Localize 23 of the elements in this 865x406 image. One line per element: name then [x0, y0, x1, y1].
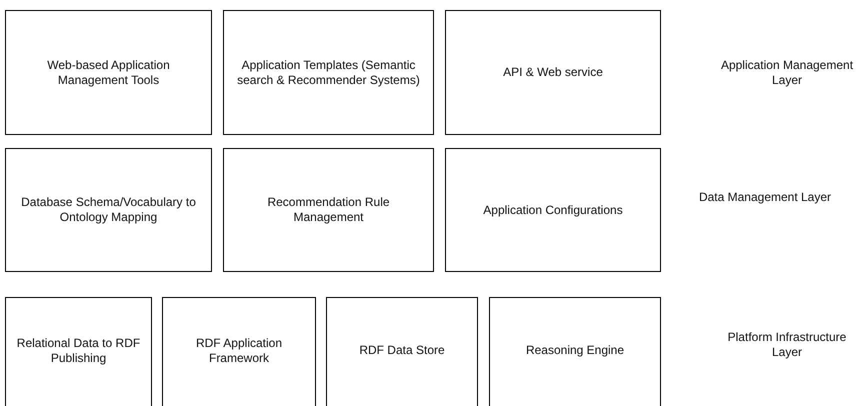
box-label: RDF Data Store [358, 343, 446, 358]
box-label: Application Configurations [482, 202, 624, 218]
component-box [326, 297, 478, 406]
box-label: Web-based Application Management Tools [46, 58, 171, 88]
box-label: Application Templates (Semantic search & Recommender Systems) [236, 58, 421, 88]
box-label: Recommendation Rule Management [266, 195, 391, 225]
layer-label: Application Management Layer [720, 58, 854, 88]
layer-label: Platform Infrastructure Layer [726, 330, 848, 360]
component-box [445, 10, 661, 135]
component-box [445, 148, 661, 272]
box-label: Relational Data to RDF Publishing [16, 336, 142, 366]
box-label: Reasoning Engine [524, 343, 626, 358]
component-box [489, 297, 661, 406]
component-box [5, 148, 212, 272]
component-box [5, 10, 212, 135]
component-box [223, 148, 434, 272]
box-label: API & Web service [502, 65, 604, 80]
component-box [162, 297, 316, 406]
box-label: Database Schema/Vocabulary to Ontology Mapping [20, 195, 197, 225]
component-box [223, 10, 434, 135]
component-box [5, 297, 152, 406]
box-label: RDF Application Framework [194, 336, 284, 366]
layer-label: Data Management Layer [698, 190, 832, 205]
